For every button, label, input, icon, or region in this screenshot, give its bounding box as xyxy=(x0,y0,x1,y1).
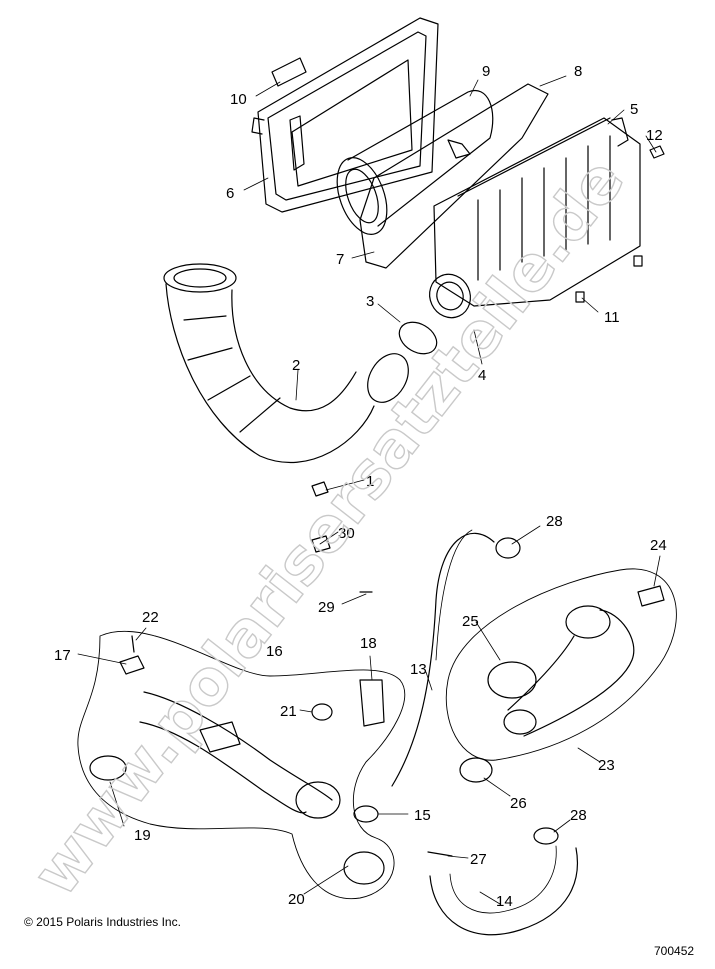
callout-15: 15 xyxy=(414,807,431,824)
callout-30: 30 xyxy=(338,525,355,542)
callout-16: 16 xyxy=(266,643,283,660)
airbox-cover xyxy=(251,17,439,213)
callout-9: 9 xyxy=(482,63,490,80)
rear-intake-tube xyxy=(139,691,341,819)
callout-28: 28 xyxy=(570,807,587,824)
clamp-21 xyxy=(311,703,333,721)
clamp-19 xyxy=(89,755,127,781)
callout-22: 22 xyxy=(142,609,159,626)
push-rivet-1 xyxy=(311,481,329,497)
callout-6: 6 xyxy=(226,185,234,202)
callout-24: 24 xyxy=(650,537,667,554)
callout-25: 25 xyxy=(462,613,479,630)
callout-27: 27 xyxy=(470,851,487,868)
clamp-26 xyxy=(459,757,493,783)
airbox-seal xyxy=(359,83,549,269)
copyright-notice: © 2015 Polaris Industries Inc. xyxy=(24,915,181,929)
sensor-17 xyxy=(119,655,145,675)
screw-22 xyxy=(131,635,135,653)
callout-12: 12 xyxy=(646,127,663,144)
callout-3: 3 xyxy=(366,293,374,310)
callout-7: 7 xyxy=(336,251,344,268)
throttle-boot xyxy=(503,605,635,737)
clamp-20 xyxy=(343,851,385,885)
callout-28: 28 xyxy=(546,513,563,530)
callout-18: 18 xyxy=(360,635,377,652)
callout-20: 20 xyxy=(288,891,305,908)
drawing-number: 700452 xyxy=(654,944,695,958)
callout-labels: 1234567891011121314151617181920212223242… xyxy=(54,63,667,910)
clamp-3 xyxy=(398,321,438,355)
air-filter xyxy=(336,89,494,235)
valve-18 xyxy=(359,679,385,727)
callout-19: 19 xyxy=(134,827,151,844)
clamp-25 xyxy=(487,661,537,699)
callout-14: 14 xyxy=(496,893,513,910)
clamp-28a xyxy=(495,537,521,559)
callout-17: 17 xyxy=(54,647,71,664)
hose-14 xyxy=(429,847,579,936)
callout-2: 2 xyxy=(292,357,300,374)
callout-13: 13 xyxy=(410,661,427,678)
sensor-24 xyxy=(637,585,665,607)
clip-30 xyxy=(311,535,331,553)
airbox-base xyxy=(429,117,665,319)
clamp-15 xyxy=(353,805,379,823)
group-outline-16 xyxy=(77,630,406,900)
hose-27 xyxy=(427,851,453,857)
callout-1: 1 xyxy=(366,473,374,490)
clamp-28b xyxy=(533,827,559,845)
callout-21: 21 xyxy=(280,703,297,720)
callout-26: 26 xyxy=(510,795,527,812)
intake-duct xyxy=(163,263,409,464)
callout-23: 23 xyxy=(598,757,615,774)
group-outline-23 xyxy=(445,568,677,761)
hose-13 xyxy=(391,532,495,787)
callout-4: 4 xyxy=(478,367,486,384)
callout-29: 29 xyxy=(318,599,335,616)
label-decal xyxy=(271,57,307,87)
callout-11: 11 xyxy=(604,309,620,326)
callout-5: 5 xyxy=(630,101,638,118)
callout-8: 8 xyxy=(574,63,582,80)
callout-10: 10 xyxy=(230,91,247,108)
